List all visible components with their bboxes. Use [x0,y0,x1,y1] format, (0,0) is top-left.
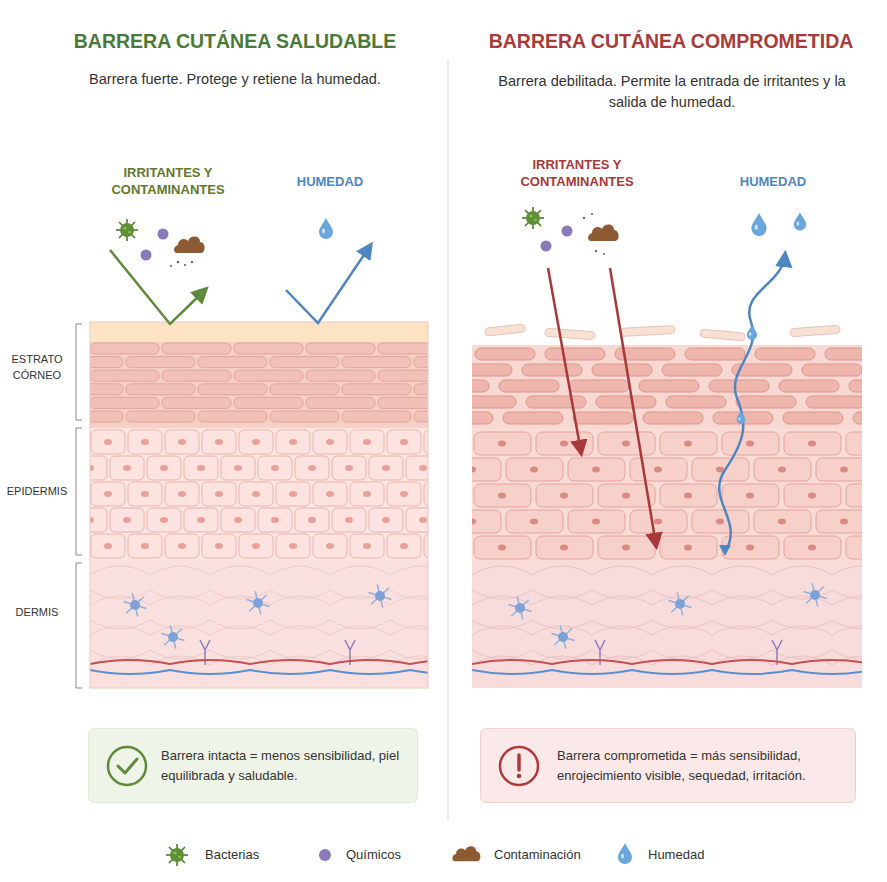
alert-icon [497,744,541,788]
flow-label: IRRITANTES Y CONTAMINANTES [88,165,248,199]
panel-subtitle: Barrera fuerte. Protege y retiene la hum… [30,71,440,87]
flow-label: HUMEDAD [708,174,838,189]
layer-label: ESTRATO CÓRNEO [2,352,72,384]
legend-label: Químicos [346,847,401,862]
legend-label: Contaminación [494,847,581,862]
summary-text: Barrera comprometida = más sensibilidad,… [557,746,843,785]
panel-title: BARRERA CUTÁNEA COMPROMETIDA [455,30,887,53]
legend-swatch [319,849,331,861]
flow-label: IRRITANTES Y CONTAMINANTES [497,157,657,191]
summary-box: Barrera intacta = menos sensibilidad, pi… [88,728,418,803]
layer-label: DERMIS [2,606,72,618]
legend-label: Humedad [648,847,704,862]
summary-box: Barrera comprometida = más sensibilidad,… [480,728,856,803]
legend-label: Bacterias [205,847,259,862]
check-icon [105,744,149,788]
panel-subtitle: Barrera debilitada. Permite la entrada d… [497,71,847,113]
layer-label: EPIDERMIS [0,485,74,497]
panel-title: BARRERA CUTÁNEA SALUDABLE [30,30,440,53]
flow-label: HUMEDAD [265,174,395,189]
summary-text: Barrera intacta = menos sensibilidad, pi… [161,746,405,785]
